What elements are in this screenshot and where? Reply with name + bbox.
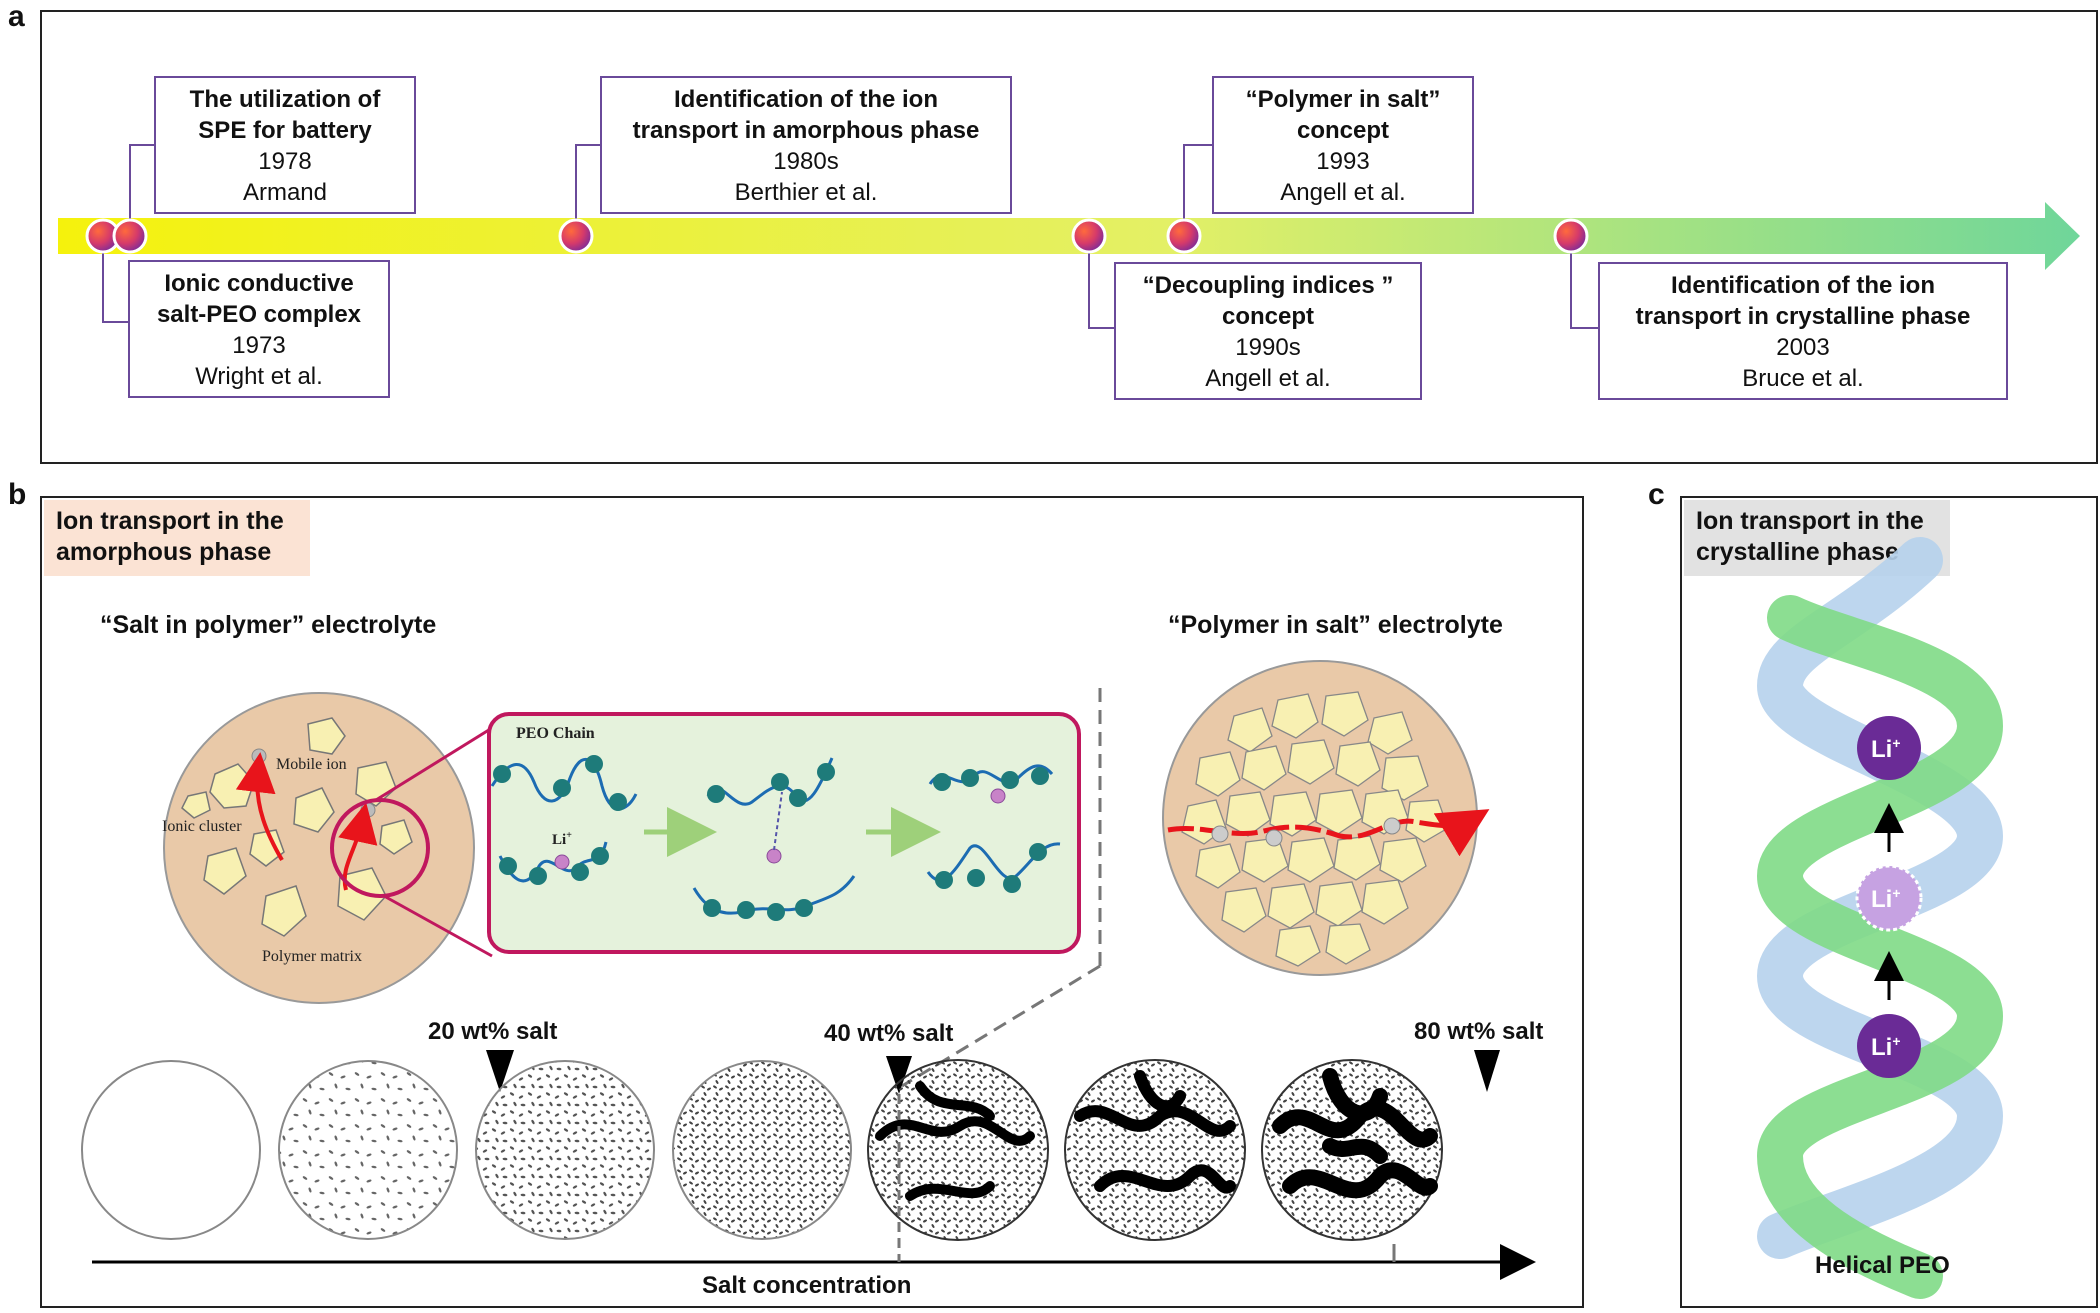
li-ion-top bbox=[1857, 716, 1921, 780]
timeline-event-1990s: “Decoupling indices ”concept 1990s Angel… bbox=[1114, 262, 1422, 400]
event-author: Wright et al. bbox=[195, 363, 323, 390]
timeline-dot bbox=[1071, 218, 1107, 254]
salt-mark-80 bbox=[1474, 1050, 1500, 1092]
morphology-2 bbox=[475, 1060, 655, 1240]
event-author: Angell et al. bbox=[1205, 365, 1331, 392]
morphology-0 bbox=[81, 1060, 261, 1240]
salt-concentration-label: Salt concentration bbox=[702, 1272, 912, 1299]
zoom-circle bbox=[330, 798, 430, 898]
event-author: Berthier et al. bbox=[734, 179, 878, 206]
connector bbox=[1088, 236, 1114, 329]
salt-mark-20 bbox=[486, 1050, 514, 1092]
timeline-dot bbox=[1553, 218, 1589, 254]
helix-strand-green bbox=[1756, 595, 2004, 1299]
panel-letter-b: b bbox=[8, 478, 27, 511]
morphology-1 bbox=[278, 1060, 458, 1240]
panel-b-frame bbox=[40, 496, 1584, 1308]
timeline-dot bbox=[1166, 218, 1202, 254]
salt-mark-80-label: 80 wt% salt bbox=[1414, 1018, 1544, 1045]
morphology-6 bbox=[1261, 1059, 1443, 1241]
salt-mark-40 bbox=[886, 1056, 912, 1094]
event-title: “Decoupling indices ”concept bbox=[1142, 272, 1394, 330]
event-author: Angell et al. bbox=[1280, 179, 1406, 206]
panel-letter-c: c bbox=[1648, 478, 1665, 511]
svg-text:Li+: Li+ bbox=[552, 830, 572, 848]
event-author: Bruce et al. bbox=[1742, 365, 1864, 392]
polymer-in-salt-title: “Polymer in salt” electrolyte bbox=[1168, 611, 1503, 639]
polymer-matrix-label: Polymer matrix bbox=[262, 948, 362, 965]
peo-chain-label: PEO Chain bbox=[516, 725, 595, 742]
morphology-series bbox=[81, 1059, 1443, 1241]
connector bbox=[575, 144, 600, 236]
connector bbox=[1570, 236, 1598, 329]
event-year: 1973 bbox=[232, 332, 286, 359]
event-year: 1980s bbox=[773, 148, 839, 175]
event-year: 1990s bbox=[1235, 334, 1301, 361]
li-label-bottom: Li+ bbox=[1871, 1033, 1901, 1061]
li-label-middle: Li+ bbox=[1871, 885, 1901, 913]
timeline-event-1993: “Polymer in salt”concept 1993 Angell et … bbox=[1212, 76, 1474, 214]
morphology-3 bbox=[672, 1060, 852, 1240]
salt-mark-20-label: 20 wt% salt bbox=[428, 1018, 558, 1045]
mobile-ion-label: Mobile ion bbox=[276, 756, 347, 773]
morphology-4 bbox=[867, 1059, 1049, 1241]
event-author: Armand bbox=[242, 179, 328, 206]
salt-in-polymer-circle: Mobile ion Ionic cluster Polymer matrix bbox=[162, 692, 475, 1004]
timeline-graphic bbox=[58, 144, 2080, 329]
connector bbox=[129, 144, 154, 236]
helical-peo-caption: Helical PEO bbox=[1815, 1252, 1950, 1279]
panel-letter-a: a bbox=[8, 0, 25, 33]
li-ion-middle bbox=[1855, 864, 1923, 932]
ionic-cluster-label: Ionic cluster bbox=[162, 818, 242, 835]
helix-graphic bbox=[1756, 537, 2004, 1299]
li-ion-bottom bbox=[1857, 1014, 1921, 1078]
event-year: 2003 bbox=[1776, 334, 1830, 361]
connector bbox=[1183, 144, 1212, 236]
li-label-top: Li+ bbox=[1871, 735, 1901, 763]
panel-b-graphic: Mobile ion Ionic cluster Polymer matrix … bbox=[81, 660, 1536, 1280]
connector bbox=[102, 236, 128, 323]
panel-c-frame bbox=[1680, 496, 2098, 1308]
event-title: “Polymer in salt”concept bbox=[1245, 86, 1441, 144]
peo-chain-inset: PEO Chain Li+ bbox=[487, 712, 1081, 954]
salt-in-polymer-title: “Salt in polymer” electrolyte bbox=[100, 611, 437, 639]
timeline-dot bbox=[112, 218, 148, 254]
li-ion bbox=[554, 854, 570, 870]
salt-mark-40-label: 40 wt% salt bbox=[824, 1020, 954, 1047]
event-year: 1978 bbox=[258, 148, 312, 175]
morphology-5 bbox=[1064, 1059, 1246, 1241]
event-year: 1993 bbox=[1316, 148, 1370, 175]
timeline-dot bbox=[558, 218, 594, 254]
timeline-frame bbox=[40, 10, 2098, 464]
polymer-in-salt-circle bbox=[1162, 660, 1490, 976]
